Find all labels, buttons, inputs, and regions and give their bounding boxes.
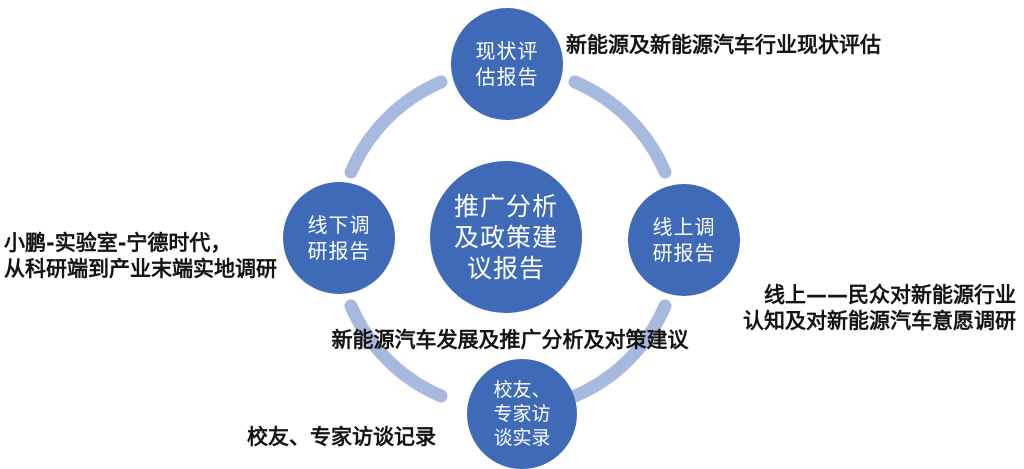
diagram-node-top: 现状评 估报告	[451, 8, 563, 120]
node-label-line: 谈实录	[493, 427, 551, 449]
node-label-line: 线上调	[652, 215, 716, 239]
annotation-line: 线上——民众对新能源行业	[764, 283, 1016, 307]
annotation-line: 小鹏-实验室-宁德时代，	[4, 231, 232, 255]
node-label-line: 研报告	[652, 241, 716, 265]
diagram-node-right: 线上调 研报告	[628, 184, 740, 296]
node-label-line: 估报告	[475, 65, 539, 89]
annotation-line: 新能源汽车发展及推广分析及对策建议	[331, 328, 689, 352]
annotation-right: 线上——民众对新能源行业 认知及对新能源汽车意愿调研	[743, 282, 1016, 334]
node-label-bottom: 校友、 专家访 谈实录	[467, 378, 577, 450]
ring-arc-bottom-right	[568, 299, 672, 403]
annotation-line: 从科研端到产业末端实地调研	[4, 257, 277, 281]
node-label-line: 及政策建	[453, 222, 558, 252]
annotation-line: 新能源及新能源汽车行业现状评估	[566, 33, 881, 57]
node-label-line: 现状评	[475, 39, 539, 63]
node-label-line: 线下调	[307, 213, 371, 237]
annotation-top-right: 新能源及新能源汽车行业现状评估	[566, 32, 881, 58]
node-label-left: 线下调 研报告	[283, 212, 395, 264]
ring-arc-bottom-left	[344, 299, 448, 403]
node-label-line: 校友、	[493, 379, 551, 401]
node-label-right: 线上调 研报告	[628, 214, 740, 266]
annotation-line: 认知及对新能源汽车意愿调研	[743, 309, 1016, 333]
node-label-center: 推广分析 及政策建 议报告	[430, 191, 582, 284]
ring-arc-top-right	[568, 75, 672, 179]
node-label-top: 现状评 估报告	[451, 38, 563, 90]
annotation-left: 小鹏-实验室-宁德时代， 从科研端到产业末端实地调研	[4, 230, 277, 282]
node-label-line: 专家访	[493, 403, 551, 425]
annotation-bottom-center: 新能源汽车发展及推广分析及对策建议	[326, 327, 694, 353]
node-label-line: 议报告	[466, 253, 545, 283]
annotation-bottom-left: 校友、专家访谈记录	[247, 424, 436, 450]
diagram-node-bottom: 校友、 专家访 谈实录	[467, 359, 577, 469]
annotation-line: 校友、专家访谈记录	[247, 425, 436, 449]
node-label-line: 推广分析	[453, 191, 558, 221]
node-label-line: 研报告	[307, 239, 371, 263]
diagram-node-center: 推广分析 及政策建 议报告	[430, 161, 582, 313]
ring-arc-top-left	[344, 75, 448, 179]
diagram-node-left: 线下调 研报告	[283, 182, 395, 294]
